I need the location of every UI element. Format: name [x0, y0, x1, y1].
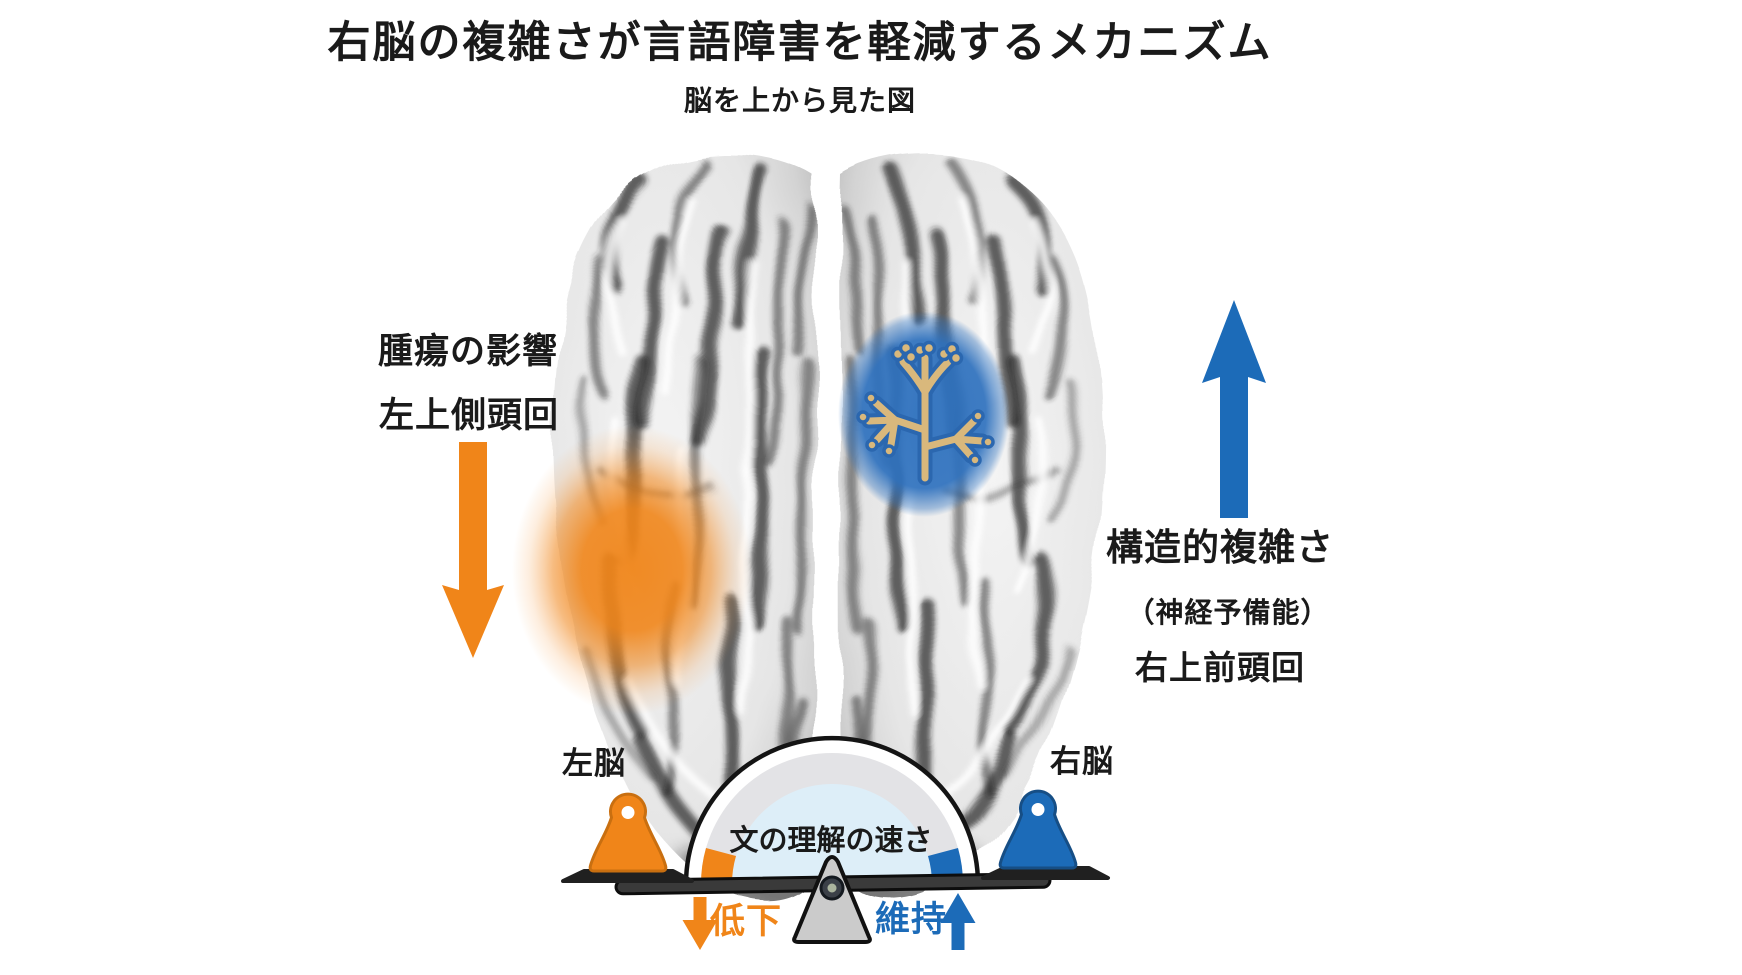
left-tray	[561, 869, 694, 883]
dendrite-knobs	[856, 340, 995, 467]
maintain-label: 維持	[874, 900, 948, 939]
complexity-label: 構造的複雑さ	[1106, 527, 1334, 568]
right-gyrus-label: 右上前頭回	[1135, 649, 1305, 686]
gauge-orange-wedge	[700, 848, 736, 884]
tumor-glow	[512, 425, 752, 715]
tumor-down-arrow-icon	[442, 442, 504, 658]
page-title: 右脳の複雑さが言語障害を軽減するメカニズム	[327, 19, 1273, 67]
neuron-icon	[856, 340, 995, 486]
left-gyrus-label: 左上側頭回	[378, 396, 560, 435]
left-weight-icon	[588, 792, 668, 873]
right-tray	[981, 866, 1110, 880]
subtitle: 脳を上から見た図	[683, 85, 917, 116]
right-weight-icon	[998, 789, 1078, 870]
gauge-inner	[732, 784, 932, 884]
complexity-up-arrow-icon	[1202, 300, 1266, 518]
gauge-label: 文の理解の速さ	[729, 825, 933, 857]
speed-gauge	[683, 735, 981, 885]
tumor-effect-label: 腫瘍の影響	[377, 332, 559, 371]
gauge-outline	[683, 735, 981, 885]
left-brain-label: 左脳	[562, 746, 626, 781]
maintain-arrow-icon	[940, 893, 976, 950]
pivot-bolt-center	[827, 883, 837, 893]
decline-arrow-icon	[682, 897, 718, 950]
decline-label: 低下	[709, 902, 783, 941]
neural-reserve-label: （神経予備能）	[1126, 597, 1330, 628]
right-brain-label: 右脳	[1050, 744, 1114, 779]
